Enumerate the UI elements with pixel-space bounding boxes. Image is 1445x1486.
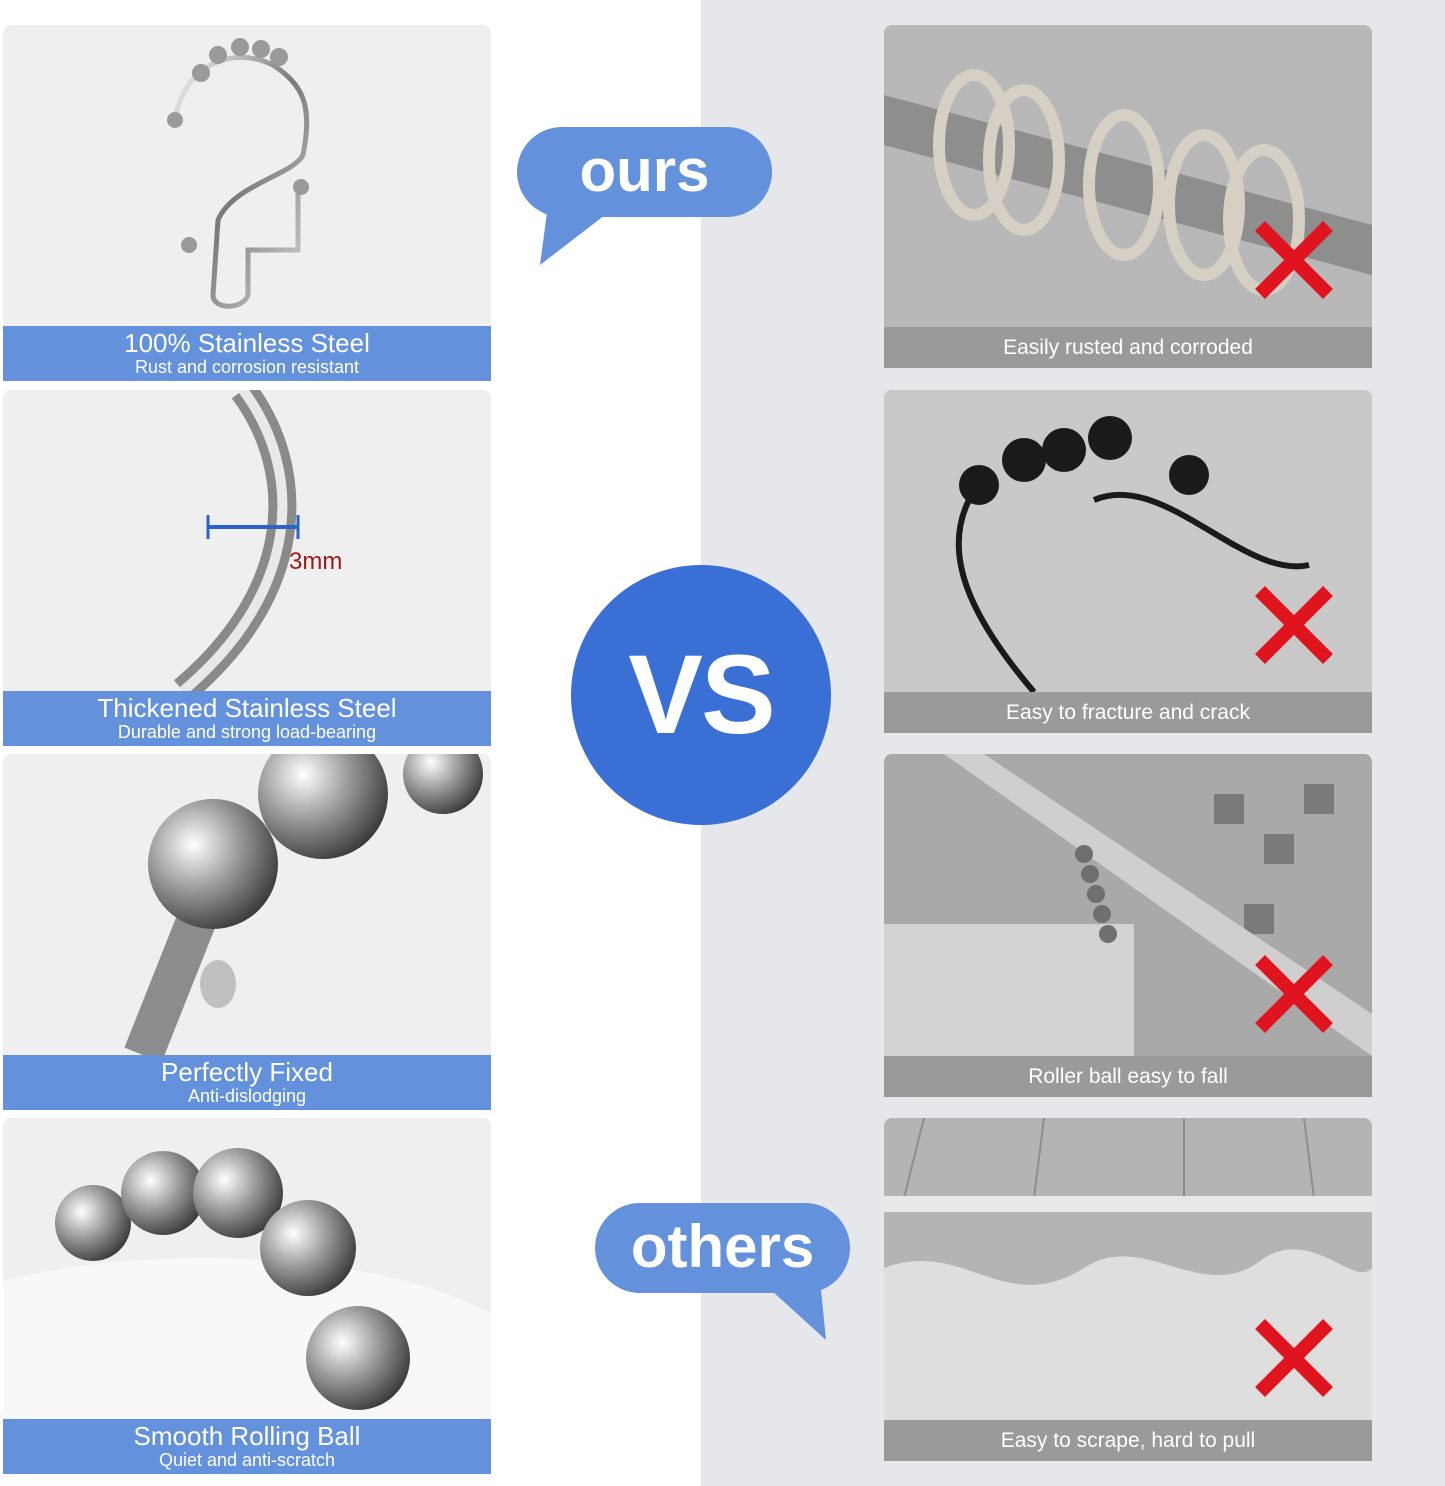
hook-curve-image [173, 390, 300, 691]
feature-subtitle: Quiet and anti-scratch [158, 1450, 336, 1470]
others-panel-fall: Roller ball easy to fall [884, 754, 1372, 1097]
feature-caption: Thickened Stainless Steel Durable and st… [3, 691, 491, 746]
ours-panel-rolling: Smooth Rolling Ball Quiet and anti-scrat… [3, 1118, 491, 1474]
feature-title: Thickened Stainless Steel [97, 693, 397, 723]
x-icon [1255, 586, 1333, 664]
x-icon [1255, 955, 1333, 1033]
others-panel-rust: Easily rusted and corroded [884, 25, 1372, 368]
x-icon [1255, 221, 1333, 299]
vs-badge: VS [571, 565, 831, 825]
drawback-caption: Easily rusted and corroded [884, 327, 1372, 368]
feature-title: Perfectly Fixed [161, 1057, 333, 1087]
others-label: others [595, 1203, 850, 1293]
feature-caption: 100% Stainless Steel Rust and corrosion … [3, 326, 491, 381]
ours-panel-stainless: 100% Stainless Steel Rust and corrosion … [3, 25, 491, 381]
broken-hook-image [884, 390, 1372, 692]
thickness-label: 3mm [289, 548, 343, 575]
others-panel-fracture: Easy to fracture and crack [884, 390, 1372, 733]
drawback-caption: Easy to scrape, hard to pull [884, 1420, 1372, 1461]
speech-tail-icon [540, 205, 618, 265]
feature-subtitle: Rust and corrosion resistant [134, 357, 360, 377]
x-icon [1255, 1319, 1333, 1397]
drawback-caption: Easy to fracture and crack [884, 692, 1372, 733]
ball-closeup-image [124, 754, 483, 1055]
others-panel-scrape: Easy to scrape, hard to pull [884, 1118, 1372, 1461]
speech-tail-icon [760, 1280, 826, 1340]
hook-image [167, 38, 310, 309]
rolling-balls-image [3, 1148, 491, 1419]
feature-subtitle: Durable and strong load-bearing [117, 722, 377, 742]
feature-title: 100% Stainless Steel [124, 328, 370, 358]
feature-title: Smooth Rolling Ball [133, 1421, 361, 1451]
rusted-rings-image [884, 25, 1372, 327]
ours-panel-thickness: 3mm Thickened Stainless Steel Durable an… [3, 390, 491, 746]
feature-caption: Perfectly Fixed Anti-dislodging [3, 1055, 491, 1110]
ours-panel-fixed: Perfectly Fixed Anti-dislodging [3, 754, 491, 1110]
feature-subtitle: Anti-dislodging [187, 1086, 307, 1106]
ours-label: ours [517, 127, 772, 217]
feature-caption: Smooth Rolling Ball Quiet and anti-scrat… [3, 1419, 491, 1474]
drawback-caption: Roller ball easy to fall [884, 1056, 1372, 1097]
